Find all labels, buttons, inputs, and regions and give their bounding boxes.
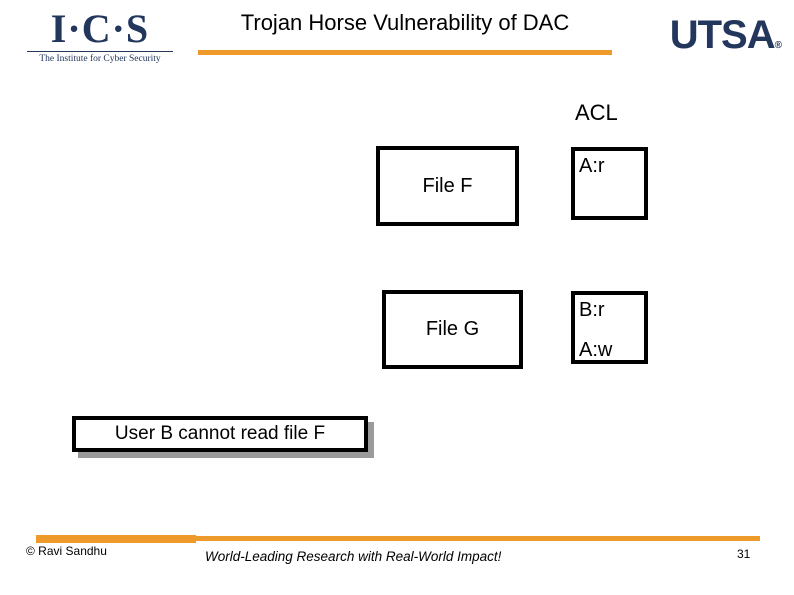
footer-tagline: World-Leading Research with Real-World I…: [205, 549, 502, 564]
footer-accent-rule-thick: [36, 535, 196, 543]
callout-text: User B cannot read file F: [114, 423, 326, 444]
ics-logo-divider: [27, 51, 173, 52]
file-f-label: File F: [422, 174, 473, 197]
file-g-label: File G: [425, 318, 480, 340]
acl-box-file-f: A:r: [571, 147, 648, 220]
callout-box: User B cannot read file F: [72, 416, 368, 452]
acl-entry: A:w: [579, 339, 613, 361]
footer-accent-rule-thin: [196, 536, 760, 541]
footer-copyright: © Ravi Sandhu: [26, 544, 107, 558]
ics-logo-wordmark: I·C·S: [50, 6, 150, 51]
footer-page-number: 31: [737, 547, 751, 561]
acl-entry: A:r: [579, 155, 605, 177]
file-g-box: File G: [382, 290, 523, 369]
ics-logo-tagline: The Institute for Cyber Security: [39, 54, 161, 64]
title-accent-rule: [198, 50, 612, 55]
utsa-logo: UTSA®: [670, 14, 782, 67]
acl-column-label: ACL: [575, 100, 618, 125]
file-f-box: File F: [376, 146, 519, 226]
acl-entry: B:r: [579, 299, 605, 321]
acl-box-file-g: B:r A:w: [571, 291, 648, 364]
utsa-registered-mark: ®: [774, 40, 782, 51]
utsa-logo-wordmark: UTSA: [669, 13, 776, 57]
ics-logo: I·C·S The Institute for Cyber Security: [24, 8, 176, 68]
page-title: Trojan Horse Vulnerability of DAC: [240, 10, 570, 35]
